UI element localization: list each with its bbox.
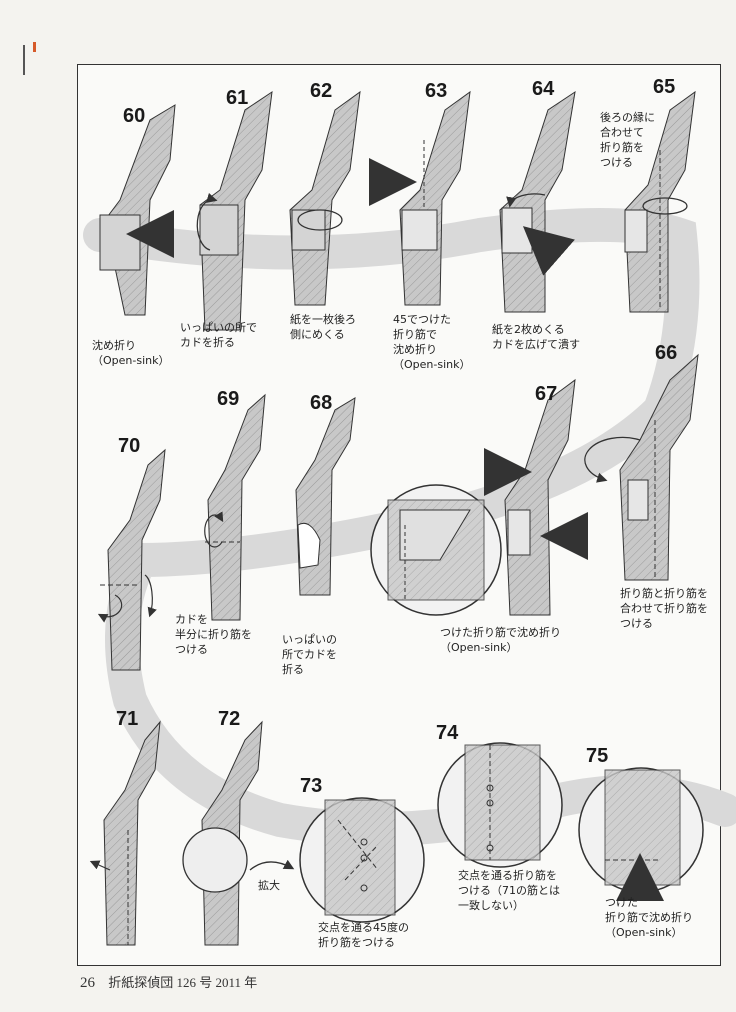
- step-caption-66: 折り筋と折り筋を 合わせて折り筋を つける: [620, 587, 708, 630]
- step-number-68: 68: [310, 392, 333, 414]
- step-number-66: 66: [655, 342, 678, 364]
- publication-name: 折紙探偵団 126 号 2011 年: [108, 975, 258, 990]
- step-number-73: 73: [300, 775, 323, 797]
- model-step-61: [196, 90, 273, 331]
- model-step-75: [578, 767, 704, 901]
- model-step-74: [437, 742, 563, 868]
- model-step-69: [204, 393, 266, 621]
- model-step-65: [624, 90, 696, 313]
- page-number: 26: [80, 975, 95, 991]
- step-caption-74: 交点を通る折り筋を つける（71の筋とは 一致しない）: [458, 869, 560, 912]
- page-footer: 26 折紙探偵団 126 号 2011 年: [80, 972, 257, 992]
- model-step-70: [97, 448, 166, 671]
- step-caption-75: つけた 折り筋で沈め折り （Open-sink）: [605, 896, 693, 939]
- step-caption-67: つけた折り筋で沈め折り （Open-sink）: [440, 626, 561, 654]
- step-caption-69: カドを 半分に折り筋を つける: [175, 613, 252, 656]
- step-number-60: 60: [123, 105, 146, 127]
- step-number-63: 63: [425, 80, 448, 102]
- step-number-61: 61: [226, 87, 249, 109]
- step-caption-60: 沈め折り （Open-sink）: [92, 339, 170, 367]
- model-step-73: [299, 797, 425, 923]
- step-caption-61: いっぱいの所で カドを折る: [180, 321, 257, 349]
- step-caption-68: いっぱいの 所でカドを 折る: [282, 633, 337, 676]
- step-caption-64: 紙を2枚めくる カドを広げて潰す: [492, 323, 580, 351]
- model-step-68: [295, 397, 356, 596]
- step-number-72: 72: [218, 708, 241, 730]
- step-caption-63: 45でつけた 折り筋で 沈め折り （Open-sink）: [393, 313, 471, 371]
- model-step-72: [182, 720, 295, 946]
- step-number-70: 70: [118, 435, 141, 457]
- step-caption-62: 紙を一枚後ろ 側にめくる: [290, 313, 356, 341]
- model-step-60: [99, 104, 176, 316]
- step-number-69: 69: [217, 388, 240, 410]
- step-number-67: 67: [535, 383, 558, 405]
- model-step-67-zoom: [370, 484, 502, 616]
- step-number-65: 65: [653, 76, 676, 98]
- crop-mark: [23, 45, 25, 75]
- crop-mark-accent: [33, 42, 36, 52]
- step-number-64: 64: [532, 78, 555, 100]
- step-number-71: 71: [116, 708, 139, 730]
- model-step-63: [369, 90, 471, 306]
- model-step-64: [499, 90, 576, 313]
- step-number-75: 75: [586, 745, 609, 767]
- model-step-67: [484, 378, 588, 616]
- model-step-71: [89, 720, 161, 946]
- model-step-66: [584, 353, 699, 581]
- step-number-74: 74: [436, 722, 459, 744]
- step-caption-72: 拡大: [258, 879, 280, 892]
- step-caption-73: 交点を通る45度の 折り筋をつける: [318, 921, 409, 949]
- step-caption-65: 後ろの縁に 合わせて 折り筋を つける: [600, 111, 655, 169]
- model-step-62: [289, 90, 361, 306]
- step-number-62: 62: [310, 80, 333, 102]
